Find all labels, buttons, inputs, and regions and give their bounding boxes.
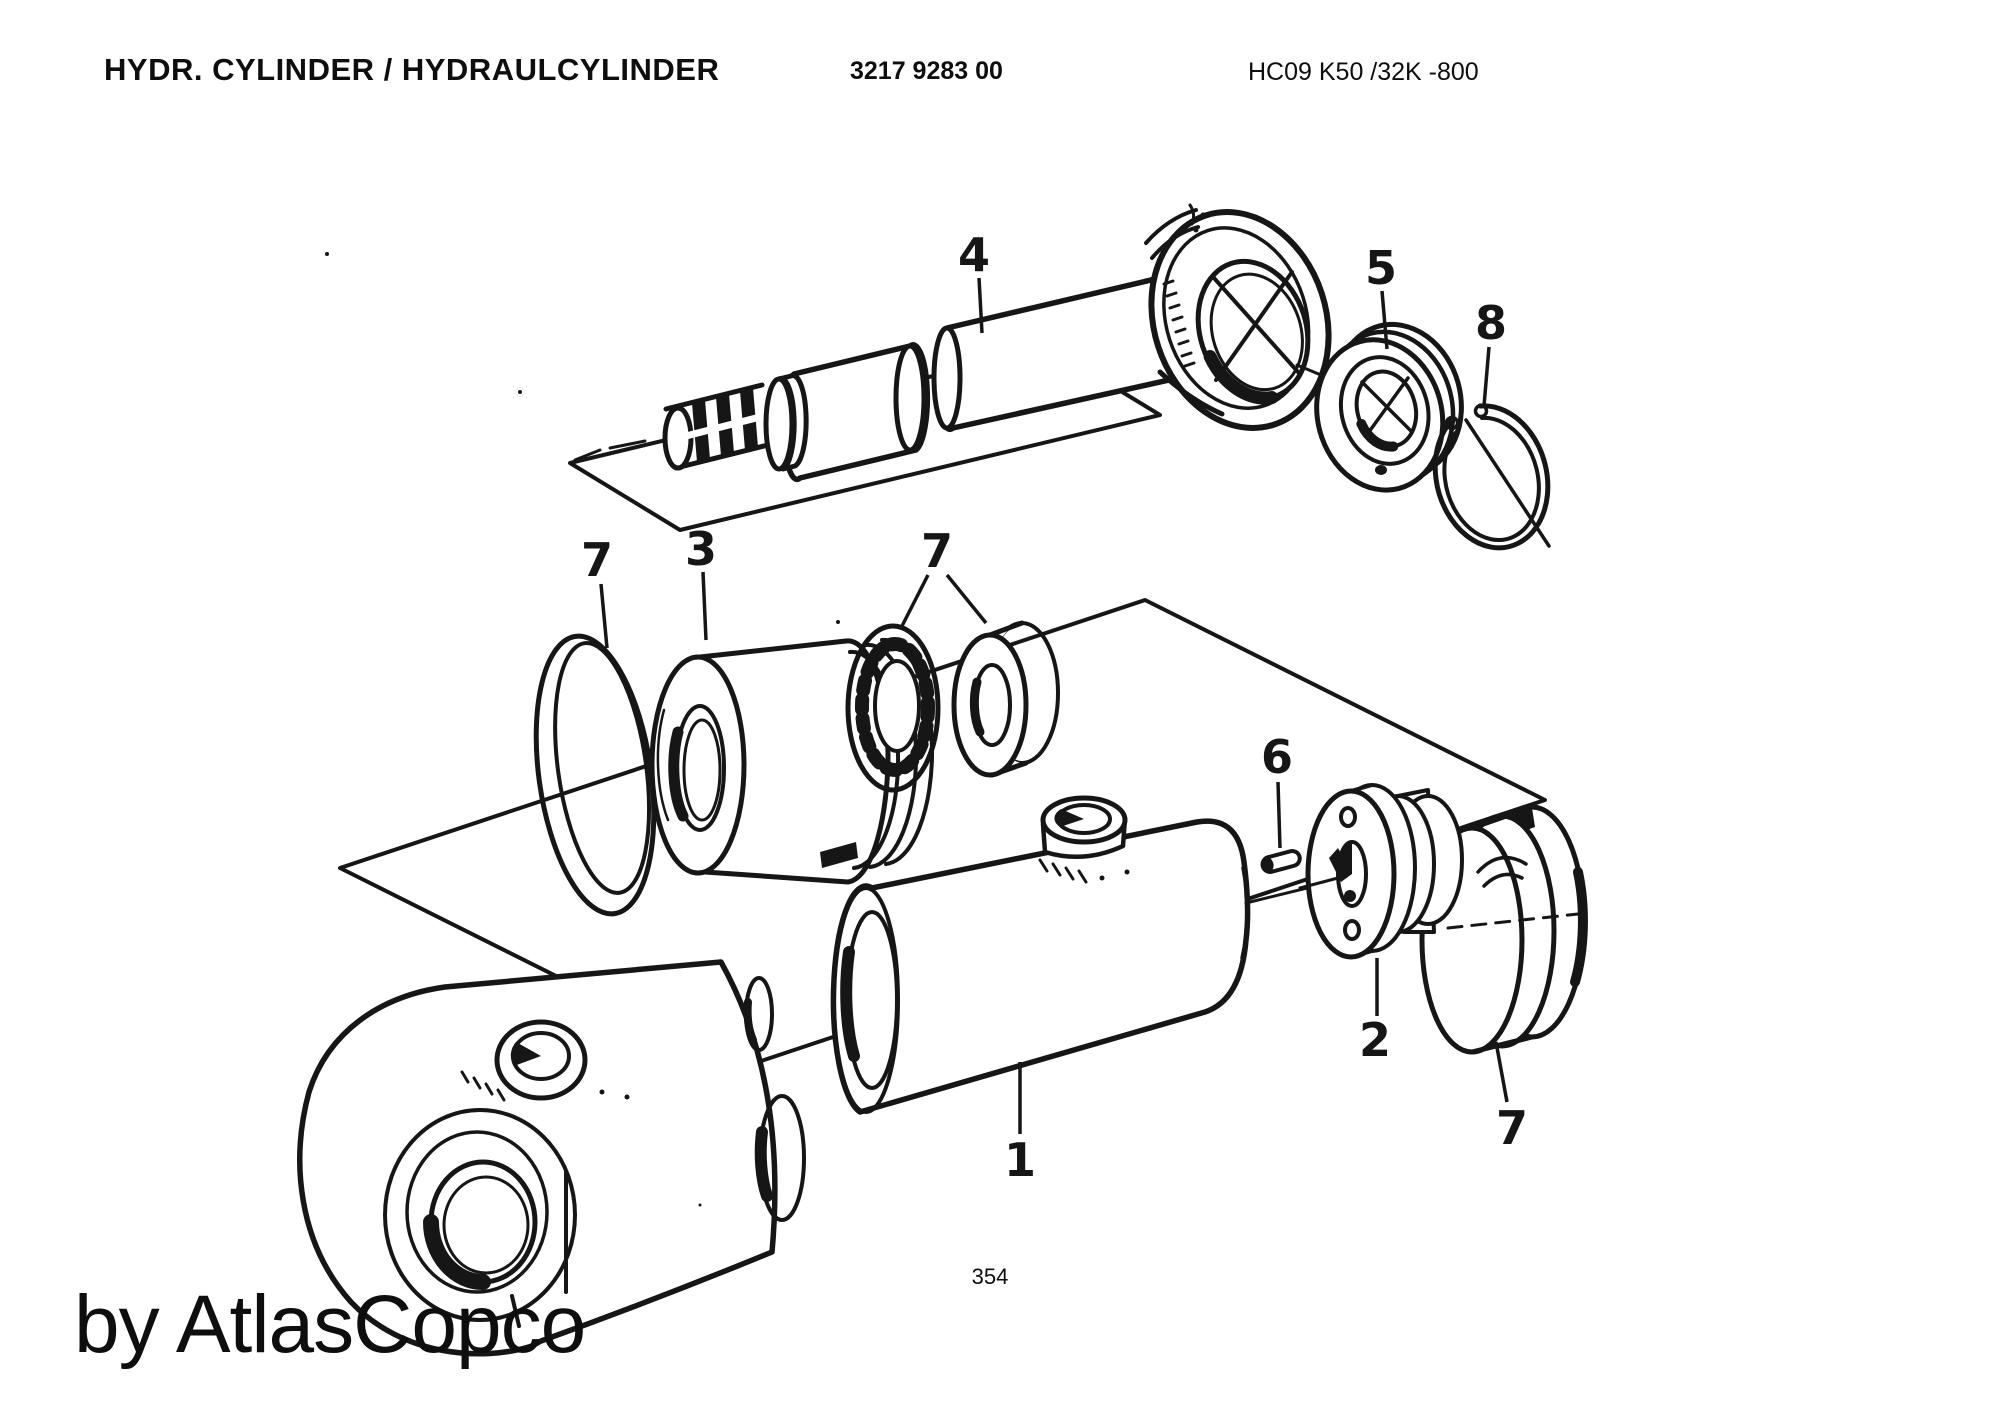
callout-leader-line	[899, 574, 930, 629]
part-number-label: 7	[581, 533, 613, 587]
part-number-label: 4	[958, 228, 990, 282]
part-8-retaining-ring	[1432, 403, 1551, 551]
document-number: 3217 9283 00	[850, 57, 1003, 85]
part-7-oring-large	[533, 633, 657, 917]
model-code: HC09 K50 /32K -800	[1248, 58, 1479, 86]
callout-leader-line	[1276, 781, 1282, 849]
part-number-label: 7	[921, 524, 953, 578]
cylinder-eye-end	[297, 959, 806, 1357]
part-7-piston-seal	[1419, 804, 1588, 1055]
brand-watermark: by AtlasCopco	[74, 1279, 586, 1370]
part-number-label: 7	[1496, 1101, 1528, 1155]
part-number-label: 8	[1475, 296, 1507, 350]
part-3-gland	[649, 637, 935, 885]
callout-leader-line	[701, 571, 708, 641]
part-number-label: 6	[1261, 730, 1293, 784]
piston-rod	[662, 269, 1208, 483]
part-7-backup-ring	[951, 620, 1060, 778]
part-number-label: 2	[1359, 1013, 1391, 1067]
callout-leader-line	[1494, 1041, 1509, 1103]
part-6-pin	[1260, 849, 1302, 874]
page-title: HYDR. CYLINDER / HYDRAULCYLINDER	[104, 52, 720, 87]
cylinder-tube	[830, 795, 1342, 1115]
callout-leader-line	[1380, 290, 1389, 350]
part-number-label: 3	[685, 522, 717, 576]
callout-leader-line	[945, 573, 988, 625]
scan-speckles	[325, 252, 840, 1207]
part-7-rod-seal	[845, 623, 941, 793]
callout-leader-line	[977, 277, 984, 334]
part-5-bushing	[1314, 321, 1464, 493]
page-number: 354	[971, 1264, 1009, 1289]
part-2-piston	[1298, 783, 1464, 960]
callout-leader-line	[1482, 346, 1491, 407]
callout-labels: 4 5 8 7 3 7 6 2 7 1	[581, 228, 1528, 1187]
rod-eye	[1144, 203, 1335, 431]
callout-leader-line	[599, 583, 609, 649]
part-number-label: 1	[1004, 1133, 1036, 1187]
part-number-label: 5	[1365, 241, 1397, 295]
